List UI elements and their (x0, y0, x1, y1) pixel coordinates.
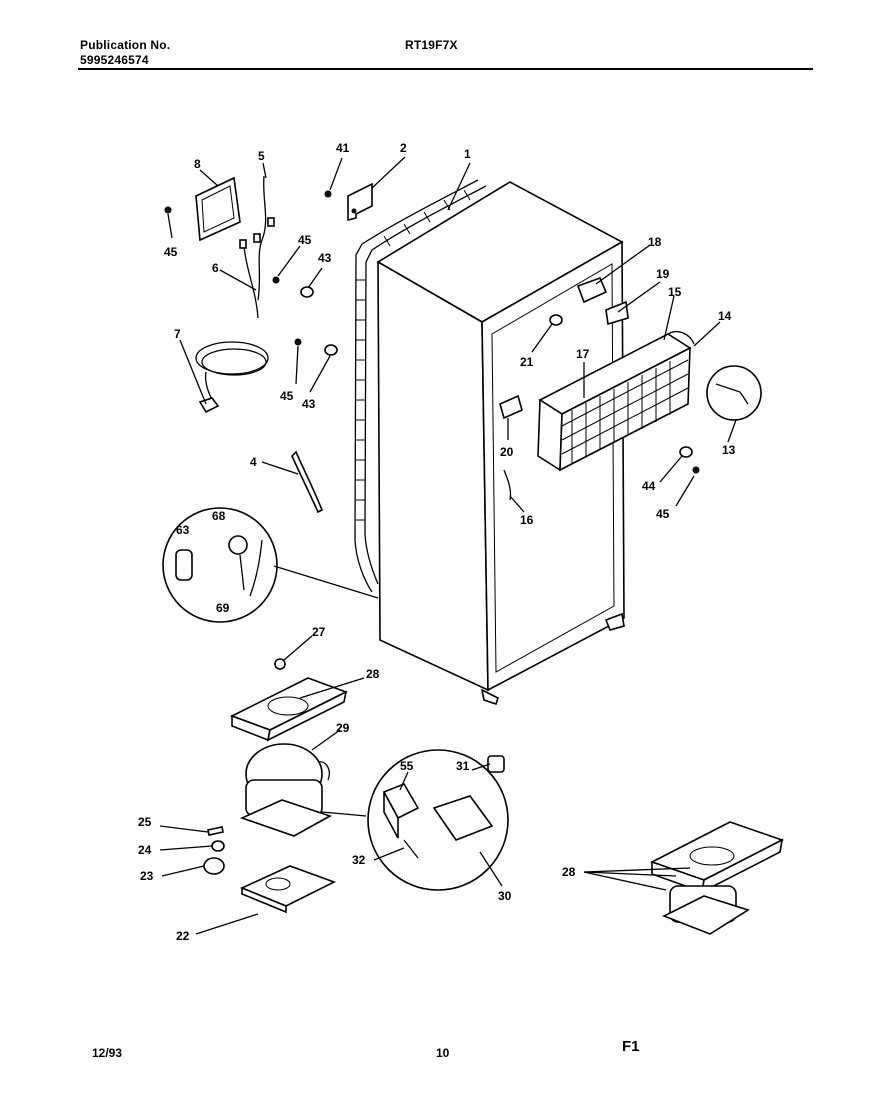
part-screw-45a (164, 206, 172, 214)
callout-18: 18 (648, 235, 662, 249)
evaporator-assembly (537, 330, 695, 472)
part-wiring-5-6 (239, 175, 275, 319)
condenser-coil (354, 179, 487, 593)
header-rule (78, 68, 813, 70)
callout-8: 8 (194, 157, 201, 171)
part-bracket-2 (347, 182, 373, 222)
callout-labels: 1 2 41 5 8 45 6 45 43 7 45 43 4 63 68 69… (138, 141, 736, 943)
inset-sensor-13 (706, 365, 762, 421)
callout-63: 63 (176, 523, 190, 537)
publication-number: 5995246574 (80, 53, 149, 67)
callout-32: 32 (352, 853, 366, 867)
footer-code: F1 (622, 1038, 640, 1055)
callout-17: 17 (576, 347, 590, 361)
callout-45-c: 45 (280, 389, 294, 403)
part-panel-8 (195, 176, 241, 242)
part-screw-45c (294, 338, 302, 346)
callout-69: 69 (216, 601, 230, 615)
part-bracket-19 (605, 300, 629, 326)
callout-68: 68 (212, 509, 226, 523)
footer-page-number: 10 (436, 1046, 450, 1060)
part-grommet-44 (679, 446, 693, 458)
callout-15: 15 (668, 285, 682, 299)
part-drain-pan-compressor-28 (649, 821, 785, 935)
publication-label: Publication No. (80, 38, 171, 52)
part-grommet-27 (274, 658, 286, 670)
part-clip-43b (324, 344, 338, 356)
part-clip-25 (207, 826, 224, 836)
callout-19: 19 (656, 267, 670, 281)
callout-14: 14 (718, 309, 732, 323)
callout-25: 25 (138, 815, 152, 829)
part-base-bracket-22 (239, 865, 337, 914)
part-screw-41 (324, 190, 332, 198)
inset-defrost-parts (162, 507, 379, 623)
footer-date: 12/93 (92, 1046, 123, 1060)
callout-43-b: 43 (302, 397, 316, 411)
callout-6: 6 (212, 261, 219, 275)
callout-24: 24 (138, 843, 152, 857)
part-switch-20 (499, 394, 523, 420)
callout-55: 55 (400, 759, 414, 773)
callout-1: 1 (464, 147, 471, 161)
callout-28-b: 28 (562, 865, 576, 879)
part-wire-16 (503, 469, 512, 501)
callout-44: 44 (642, 479, 656, 493)
part-grommet-23 (203, 857, 225, 875)
model-number: RT19F7X (405, 38, 458, 52)
callout-30: 30 (498, 889, 512, 903)
callout-13: 13 (722, 443, 736, 457)
callout-45-a: 45 (164, 245, 178, 259)
callout-7: 7 (174, 327, 181, 341)
part-drain-pan-28 (229, 677, 349, 742)
part-plug-21 (549, 314, 563, 326)
part-compressor-29 (239, 743, 367, 837)
callout-45-d: 45 (656, 507, 670, 521)
part-screw-45b (272, 276, 280, 284)
callout-27: 27 (312, 625, 326, 639)
part-clip-43a (300, 286, 314, 298)
callout-5: 5 (258, 149, 265, 163)
callout-4: 4 (250, 455, 257, 469)
callout-2: 2 (400, 141, 407, 155)
callout-43-a: 43 (318, 251, 332, 265)
part-power-cord-7 (195, 341, 269, 414)
callout-28-a: 28 (366, 667, 380, 681)
part-drain-tube-4 (291, 450, 324, 514)
callout-20: 20 (500, 445, 514, 459)
part-washer-24 (211, 840, 225, 852)
callout-16: 16 (520, 513, 534, 527)
callout-41: 41 (336, 141, 350, 155)
part-thermostat-18 (576, 276, 608, 304)
callout-23: 23 (140, 869, 154, 883)
callout-29: 29 (336, 721, 350, 735)
part-screw-45d (692, 466, 700, 474)
inset-relay-parts (367, 749, 509, 891)
callout-45-b: 45 (298, 233, 312, 247)
callout-31: 31 (456, 759, 470, 773)
callout-22: 22 (176, 929, 190, 943)
leader-lines (159, 156, 737, 935)
callout-21: 21 (520, 355, 534, 369)
